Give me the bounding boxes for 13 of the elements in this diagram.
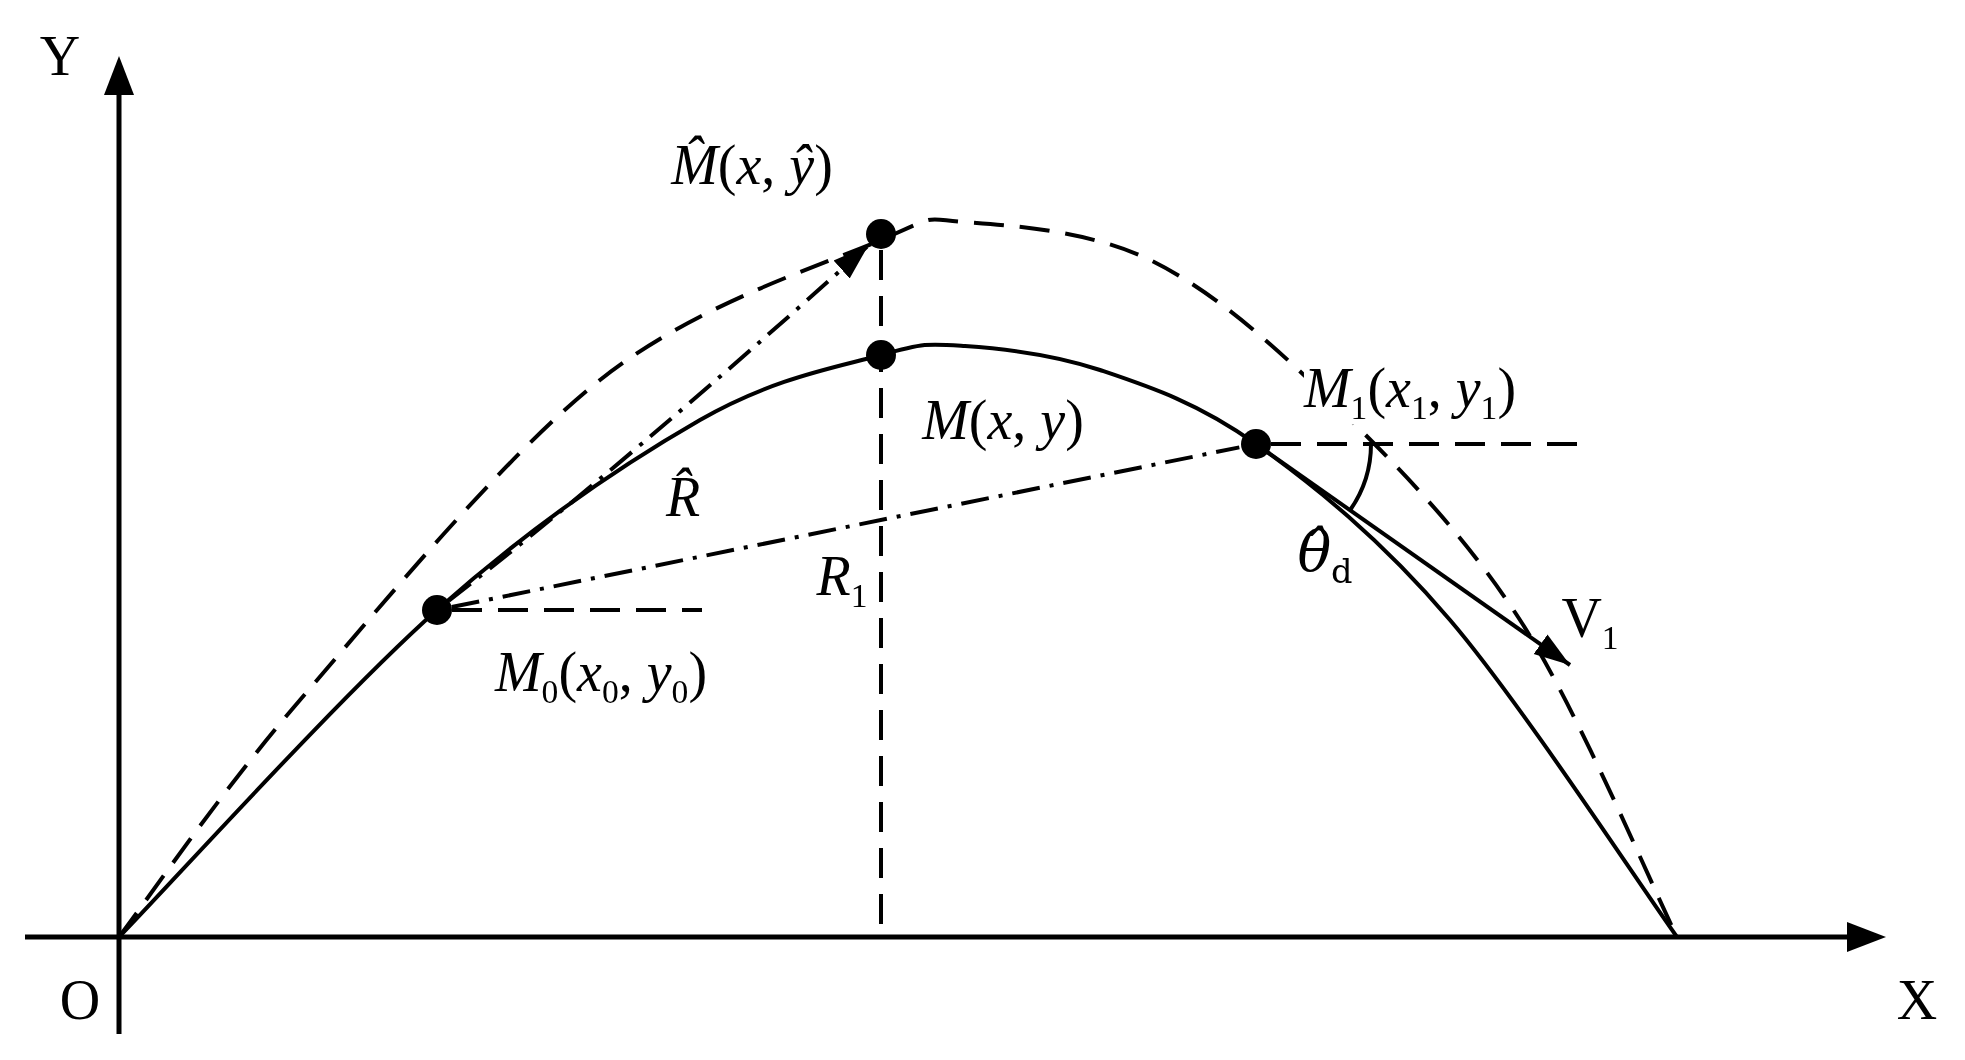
edge-label: V$_{1}$ [1561,589,1619,655]
point-dot [866,219,896,249]
angle-label: θ̂$_{d}$ [1297,523,1353,589]
point-dot [422,595,452,625]
arrow [1267,451,1572,667]
point-dot [1241,429,1271,459]
axis-label: O [59,972,101,1028]
axis-label: Y [39,28,81,84]
axis-label: X [1896,972,1938,1028]
edge-label: R̂ [665,469,701,525]
edge-label: R$_{1}$ [816,547,868,613]
connector-line [451,445,1240,609]
point-dot [866,340,896,370]
